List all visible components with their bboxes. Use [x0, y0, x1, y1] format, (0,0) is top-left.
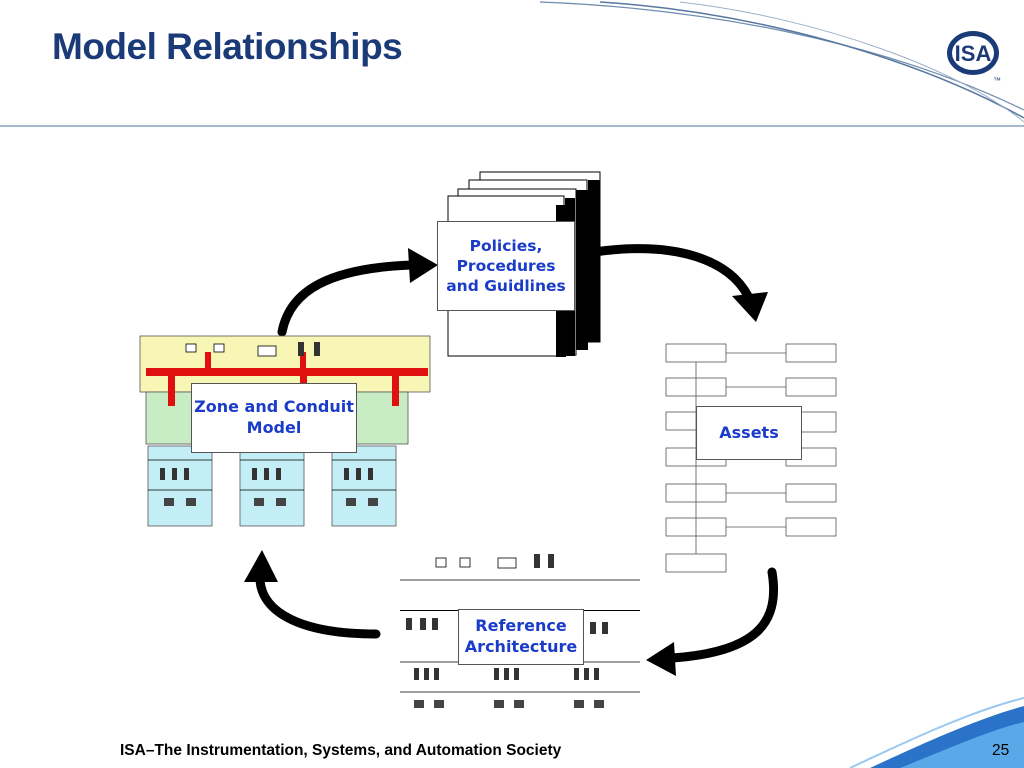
footer-swoosh: [849, 697, 1024, 768]
header-swoosh: [0, 1, 1024, 127]
policies-line2: Procedures: [456, 256, 556, 275]
reference-architecture-diagram: [400, 554, 640, 708]
policies-line3: and Guidlines: [446, 277, 566, 296]
isa-logo: ISA: [947, 31, 999, 75]
zone-line1: Zone and Conduit: [194, 397, 354, 417]
arrow-heads: [244, 248, 768, 676]
reference-line1: Reference: [475, 616, 567, 636]
cycle-arrows: [255, 244, 779, 663]
page-number: 25: [992, 742, 1010, 759]
assets-label: Assets: [696, 406, 802, 460]
footer-text: ISA–The Instrumentation, Systems, and Au…: [120, 742, 562, 759]
logo-trademark: ™: [993, 76, 1001, 85]
zone-model-label: Zone and Conduit Model: [191, 383, 357, 453]
assets-text: Assets: [719, 422, 779, 442]
slide-title: Model Relationships: [52, 26, 403, 67]
zone-line2: Model: [246, 418, 302, 437]
policies-line1: Policies,: [469, 236, 543, 255]
policies-label: Policies, Procedures and Guidlines: [437, 221, 575, 311]
reference-architecture-label: Reference Architecture: [458, 609, 584, 665]
reference-line2: Architecture: [464, 637, 578, 656]
logo-text: ISA: [955, 41, 992, 66]
